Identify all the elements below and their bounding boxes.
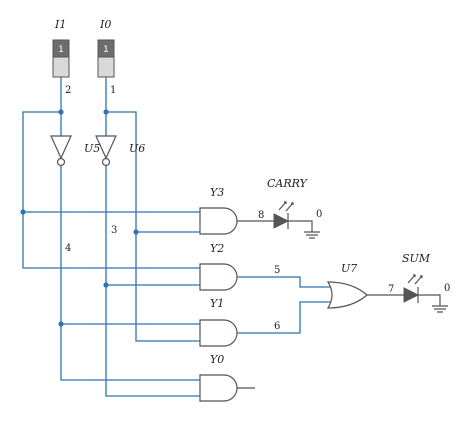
switch-state-label: 1 (103, 45, 109, 55)
pin-label: 2 (65, 85, 71, 96)
junctions (20, 109, 139, 327)
gate-label-y0: Y0 (210, 353, 224, 366)
sum-led[interactable] (403, 274, 448, 313)
junction-dot (58, 321, 64, 327)
inverter-body (50, 135, 72, 160)
net-label-5: 5 (274, 265, 280, 276)
and-gate-y1[interactable] (199, 319, 238, 347)
wire-y2-to-u7 (236, 276, 334, 288)
and-gate-y2[interactable] (199, 263, 238, 291)
and-gate-body (199, 207, 238, 235)
junction-dot (133, 229, 139, 235)
junction-dot (58, 109, 64, 115)
gate-label-u7: U7 (341, 262, 357, 275)
input-label-i1: I1 (54, 18, 66, 31)
led-arrow (414, 275, 423, 285)
switch-i0[interactable]: 1 (97, 39, 115, 78)
ground-value-carry: 0 (316, 209, 322, 220)
net-label-8: 8 (258, 210, 264, 221)
wire-u5-out-to-y0 (60, 166, 200, 381)
net-label-6: 6 (274, 321, 280, 332)
inverter-u5[interactable] (50, 135, 72, 167)
led-ground-lead (418, 294, 441, 306)
wire-i1-rail-to-y2 (22, 111, 200, 269)
output-label-carry: CARRY (267, 177, 309, 190)
led-arrow (278, 201, 287, 211)
wire-u6-out-to-y0 (105, 166, 200, 397)
wire-i0-to-y1 (135, 232, 200, 342)
inverter-body (95, 135, 117, 160)
inverter-label-u5: U5 (84, 142, 100, 155)
led-ground-lead (288, 220, 313, 232)
pin-label: 1 (110, 85, 116, 96)
gate-label-y1: Y1 (210, 297, 224, 310)
wire-i0-rail-to-y3 (106, 111, 200, 233)
gate-label-y2: Y2 (210, 242, 224, 255)
led-diode (403, 287, 420, 303)
input-label-i0: I0 (99, 18, 111, 31)
and-gate-y3[interactable] (199, 207, 238, 235)
inverter-bubble (101, 157, 111, 167)
wire-y1-to-u7 (236, 301, 334, 334)
led-arrow (407, 274, 416, 284)
net-label-4: 4 (65, 243, 71, 254)
inverter-label-u6: U6 (129, 142, 145, 155)
and-gate-body (199, 319, 238, 347)
and-gate-y0[interactable] (199, 374, 255, 402)
inverter-u6[interactable] (95, 135, 117, 167)
wires (22, 77, 334, 397)
ground-icon (432, 305, 448, 313)
junction-dot (103, 282, 109, 288)
switch-i1[interactable]: 1 (52, 39, 70, 78)
gate-label-y3: Y3 (210, 186, 224, 199)
carry-led[interactable] (273, 201, 320, 239)
led-arrow (285, 202, 294, 212)
and-gate-body (199, 263, 238, 291)
labels: I1 I0 2 1 U5 U6 Y3 Y2 Y1 Y0 U7 3 4 5 6 7… (54, 18, 450, 366)
inverter-bubble (56, 157, 66, 167)
ground-value-sum: 0 (444, 283, 450, 294)
switch-state-label: 1 (58, 45, 64, 55)
and-gate-body (199, 374, 238, 402)
junction-dot (103, 109, 109, 115)
ground-icon (304, 231, 320, 239)
output-label-sum: SUM (402, 252, 431, 265)
junction-dot (20, 209, 26, 215)
net-label-3: 3 (111, 225, 117, 236)
net-label-7: 7 (388, 284, 394, 295)
or-gate-body (326, 281, 368, 309)
led-diode (273, 213, 290, 229)
switch-bottom (52, 56, 70, 78)
or-gate-u7[interactable] (326, 281, 404, 309)
switch-bottom (97, 56, 115, 78)
